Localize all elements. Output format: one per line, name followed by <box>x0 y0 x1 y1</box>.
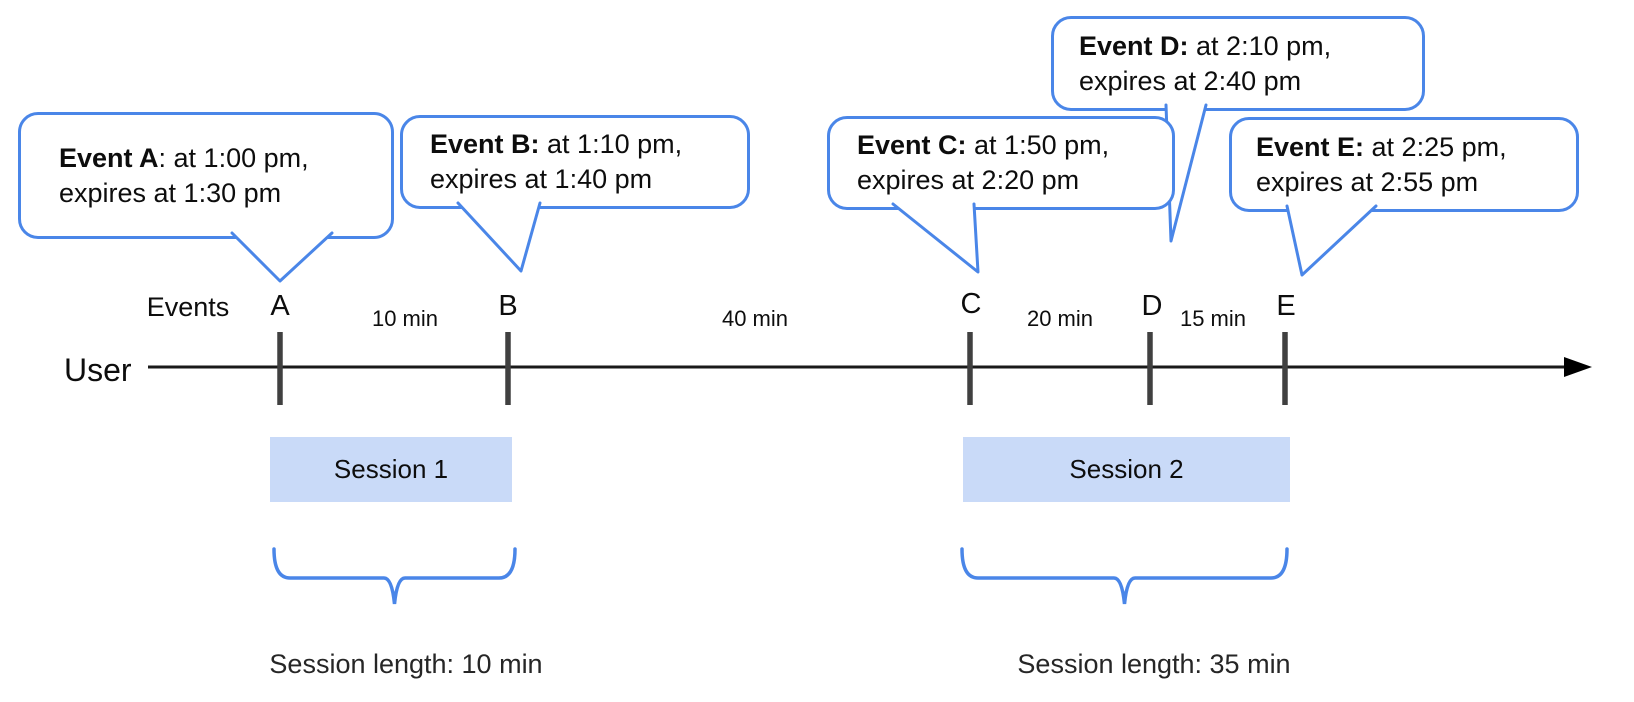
timeline-arrowhead-icon <box>1564 357 1592 377</box>
callout-event-d-time: at 2:10 pm, <box>1188 30 1332 61</box>
callout-event-e-title: Event E: <box>1256 131 1365 162</box>
callout-event-b: Event B: at 1:10 pm, expires at 1:40 pm <box>400 115 750 209</box>
event-letter-b: B <box>498 290 518 322</box>
events-header-label: Events <box>146 292 230 322</box>
callout-tail-b <box>456 201 542 273</box>
event-letter-a: A <box>270 290 290 322</box>
callout-event-d: Event D: at 2:10 pm, expires at 2:40 pm <box>1051 16 1425 111</box>
callout-event-b-line2: expires at 1:40 pm <box>430 164 653 194</box>
event-letter-d: D <box>1141 290 1163 322</box>
event-letter-e: E <box>1276 290 1296 322</box>
callout-event-b-title: Event B: <box>430 129 540 159</box>
gap-c-d-label: 20 min <box>1026 306 1094 331</box>
session1-length-label: Session length: 10 min <box>269 649 543 679</box>
callout-event-c: Event C: at 1:50 pm, expires at 2:20 pm <box>827 116 1175 210</box>
gap-a-b-label: 10 min <box>371 306 439 331</box>
callout-event-d-title: Event D: <box>1079 30 1189 61</box>
callout-event-e-line1: Event E: at 2:25 pm, <box>1256 130 1576 165</box>
callout-event-e-line2: expires at 2:55 pm <box>1256 166 1479 197</box>
callout-event-a-title: Event A <box>59 142 159 173</box>
gap-b-c-label: 40 min <box>721 306 789 331</box>
session2-length-label: Session length: 35 min <box>1017 649 1291 679</box>
callout-event-a-line2: expires at 1:30 pm <box>59 177 282 208</box>
callout-event-a-line1: Event A: at 1:00 pm, <box>59 141 391 176</box>
session2-label: Session 2 <box>1069 454 1184 484</box>
callout-event-c-line1: Event C: at 1:50 pm, <box>857 128 1172 163</box>
callout-tail-c <box>891 202 980 274</box>
gap-d-e-label: 15 min <box>1179 306 1247 331</box>
session2-brace <box>960 547 1289 605</box>
session2-box: Session 2 <box>963 437 1290 502</box>
callout-event-d-line2: expires at 2:40 pm <box>1079 65 1302 96</box>
callout-event-c-time: at 1:50 pm, <box>966 130 1110 160</box>
callout-tail-a <box>230 231 334 283</box>
callout-event-c-line2: expires at 2:20 pm <box>857 165 1080 195</box>
callout-event-c-title: Event C: <box>857 130 967 160</box>
event-letter-c: C <box>960 288 982 320</box>
callout-event-e-time: at 2:25 pm, <box>1364 131 1507 162</box>
callout-event-d-line1: Event D: at 2:10 pm, <box>1079 29 1422 64</box>
session1-box: Session 1 <box>270 437 512 502</box>
callout-event-b-line1: Event B: at 1:10 pm, <box>430 127 747 162</box>
callout-tail-e <box>1285 204 1378 277</box>
callout-event-b-time: at 1:10 pm, <box>539 129 683 159</box>
session1-brace <box>272 547 517 605</box>
callout-event-e: Event E: at 2:25 pm, expires at 2:55 pm <box>1229 117 1579 212</box>
callout-event-a: Event A: at 1:00 pm, expires at 1:30 pm <box>18 112 394 239</box>
session1-label: Session 1 <box>333 454 449 484</box>
user-axis-label: User <box>64 352 132 388</box>
callout-event-a-time: : at 1:00 pm, <box>158 142 309 173</box>
